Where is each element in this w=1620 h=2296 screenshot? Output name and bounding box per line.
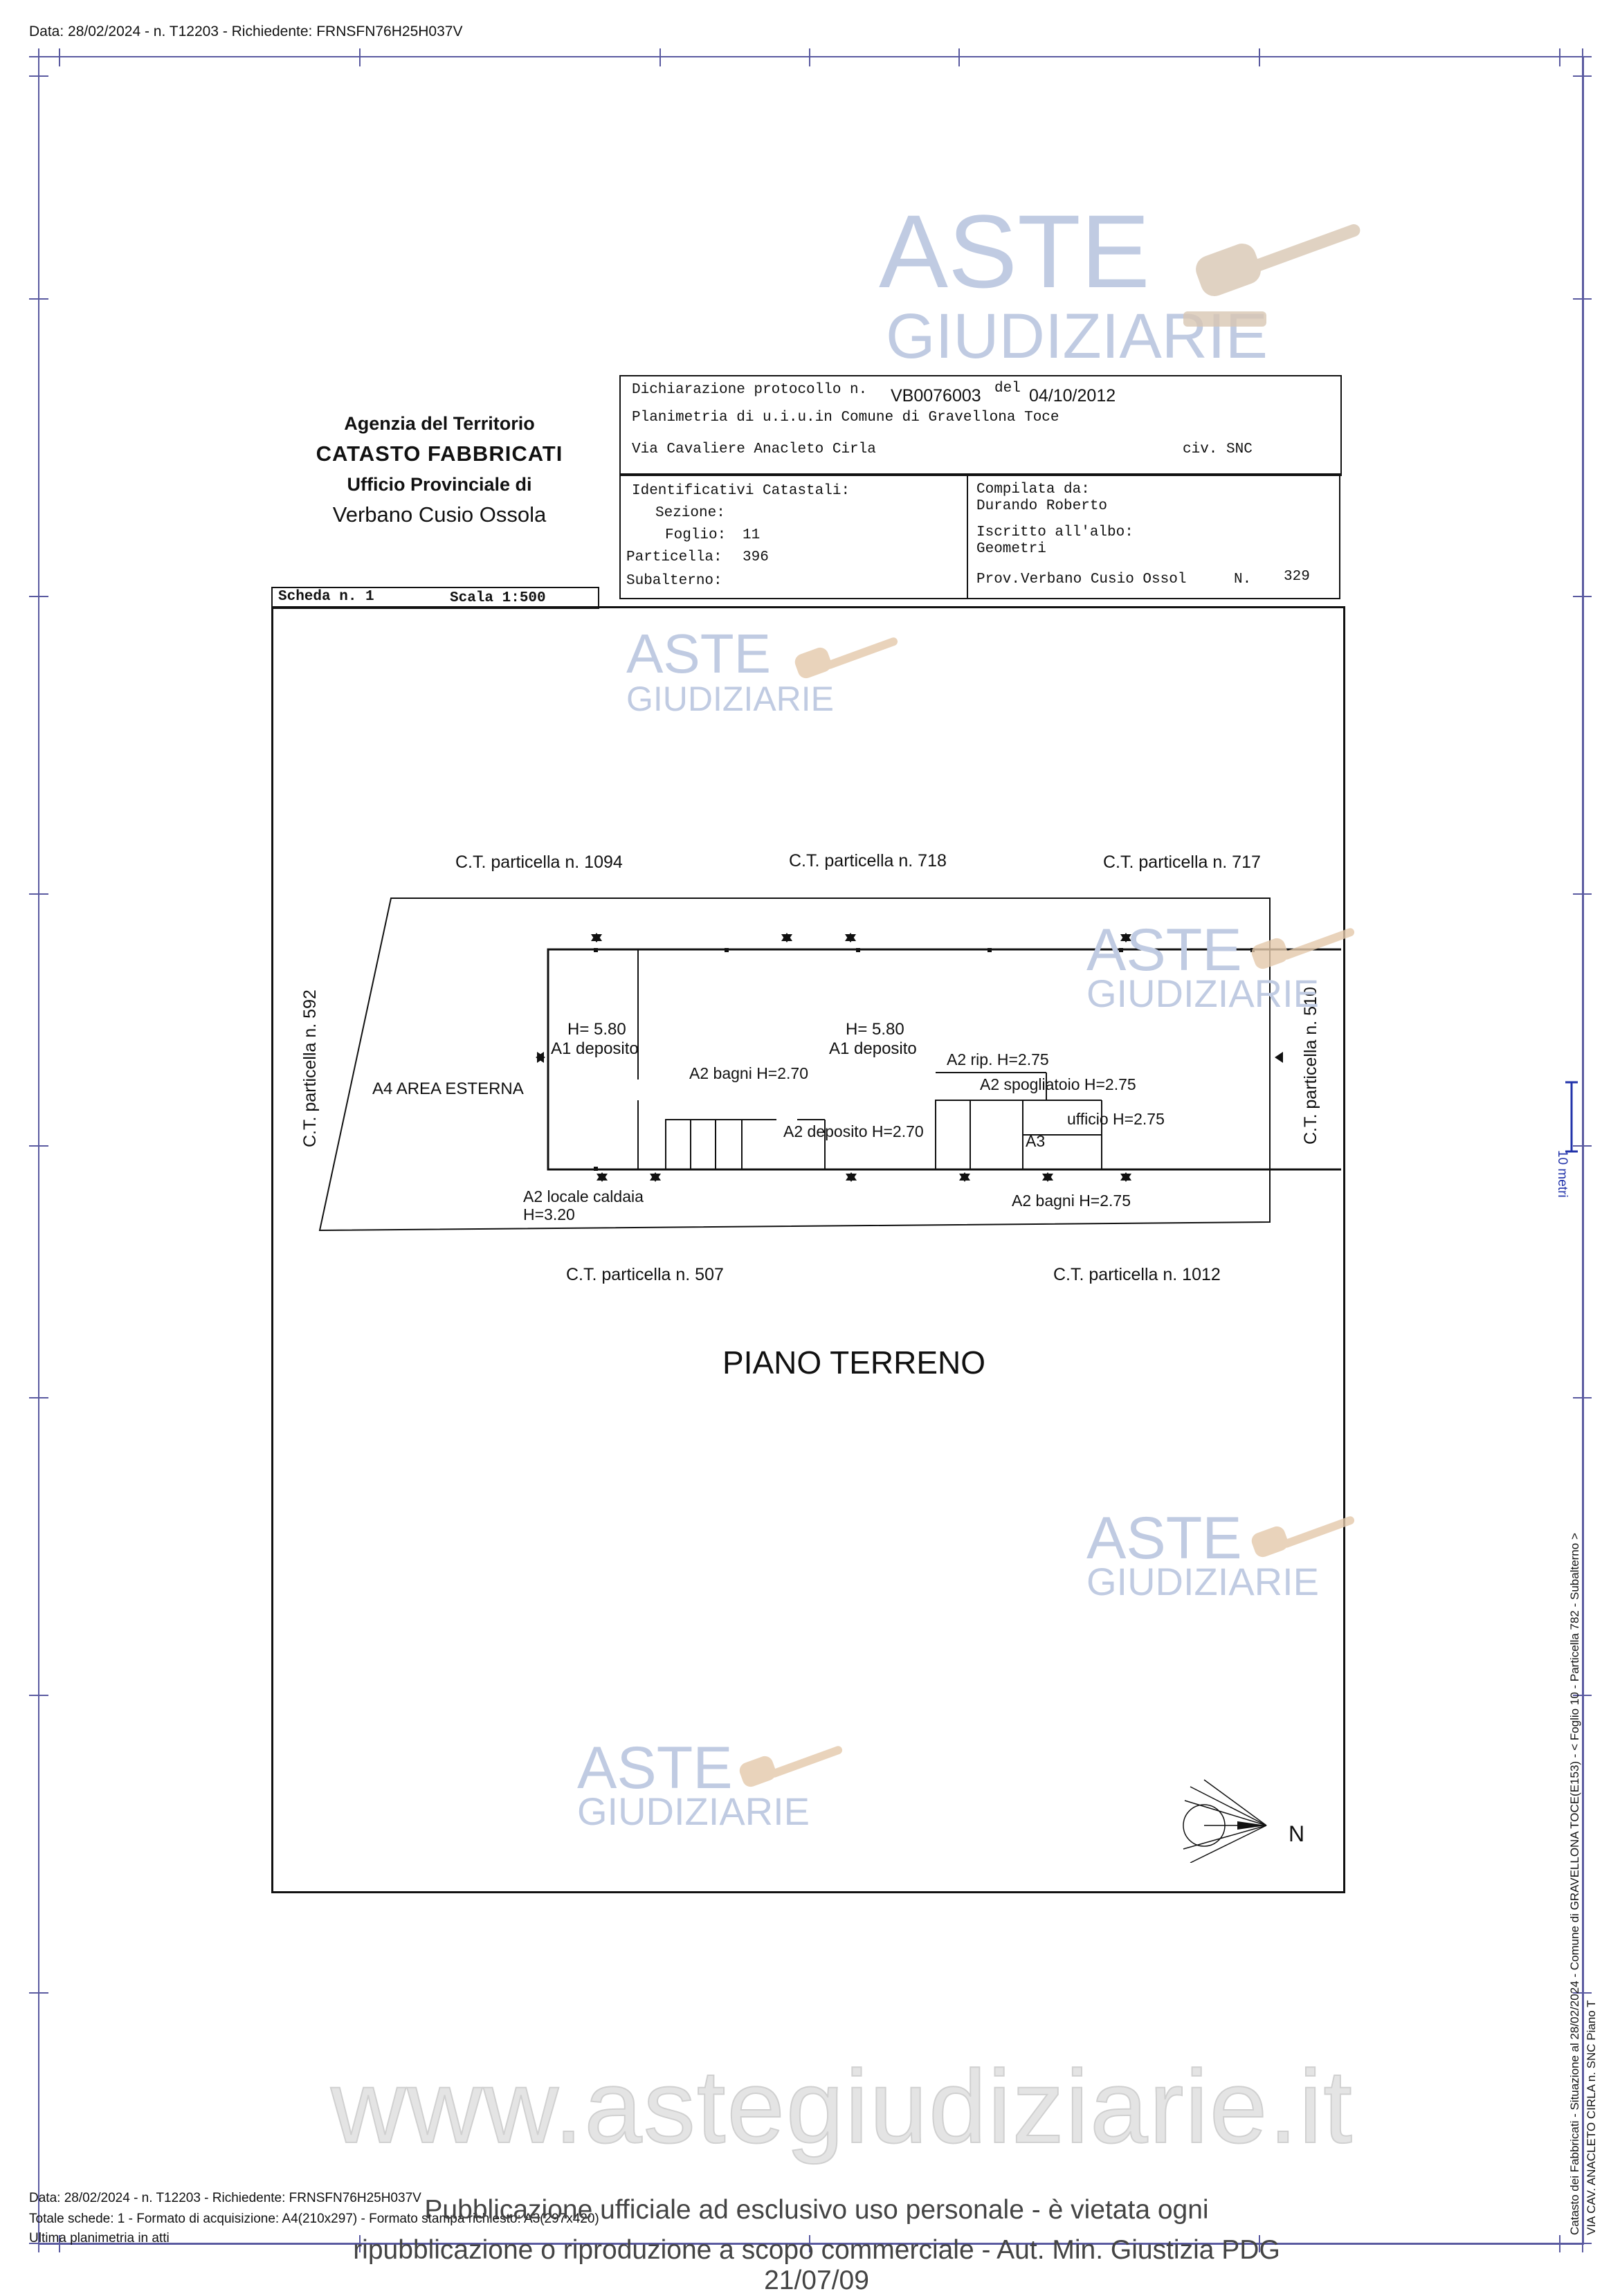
label-a1-left: A1 deposito bbox=[551, 1039, 639, 1058]
footer-notice2: ripubblicazione o riproduzione a scopo c… bbox=[353, 2235, 1280, 2295]
office-label: Ufficio Provinciale di bbox=[347, 474, 532, 495]
planimetria-text: Planimetria di u.i.u.in Comune di Gravel… bbox=[632, 410, 1059, 426]
albo-number: 329 bbox=[1284, 569, 1310, 585]
identifiers-title: Identificativi Catastali: bbox=[632, 483, 850, 499]
watermark-giudiziarie-4: GIUDIZIARIE bbox=[1086, 1560, 1320, 1603]
foglio-label: Foglio: bbox=[665, 527, 727, 543]
watermark-aste-2: ASTE bbox=[626, 623, 771, 684]
compiler-name: Durando Roberto bbox=[976, 498, 1108, 514]
watermark-aste-5: ASTE bbox=[577, 1735, 733, 1801]
label-a2-bagni-275: A2 bagni H=2.75 bbox=[1012, 1192, 1131, 1210]
compiler-box: Compilata da: Durando Roberto Iscritto a… bbox=[965, 473, 1340, 599]
neighbor-507: C.T. particella n. 507 bbox=[566, 1265, 724, 1284]
neighbor-717: C.T. particella n. 717 bbox=[1103, 853, 1261, 872]
north-arrow-icon bbox=[1183, 1779, 1267, 1863]
watermark-aste-3: ASTE bbox=[1086, 917, 1242, 983]
scheda-box: Scheda n. 1 Scala 1:500 bbox=[271, 587, 599, 609]
declaration-box: Dichiarazione protocollo n. VB0076003 de… bbox=[619, 375, 1342, 476]
albo-value: Geometri bbox=[976, 541, 1046, 557]
label-a2-spogliatoio: A2 spogliatoio H=2.75 bbox=[980, 1075, 1136, 1093]
scheda-number: Scheda n. 1 bbox=[278, 589, 374, 605]
protocol-number: VB0076003 bbox=[891, 386, 981, 406]
footer-line1: Data: 28/02/2024 - n. T12203 - Richieden… bbox=[29, 2191, 421, 2205]
footer-line3: Ultima planimetria in atti bbox=[29, 2231, 170, 2245]
prov-label: Prov. bbox=[976, 572, 1021, 587]
del-label: del bbox=[994, 381, 1021, 397]
sezione-label: Sezione: bbox=[655, 505, 725, 521]
protocol-label: Dichiarazione protocollo n. bbox=[632, 382, 868, 398]
label-a3: A3 bbox=[1026, 1132, 1046, 1150]
floor-plan bbox=[318, 898, 1341, 1232]
drawing-area bbox=[271, 606, 1345, 1893]
neighbor-1012: C.T. particella n. 1012 bbox=[1053, 1265, 1221, 1284]
office-name: Verbano Cusio Ossola bbox=[332, 502, 547, 527]
n-label: N. bbox=[1234, 572, 1252, 587]
identifiers-box: Identificativi Catastali: Sezione: Fogli… bbox=[619, 473, 968, 599]
gavel-icon-4 bbox=[1251, 1516, 1355, 1558]
foglio-value: 11 bbox=[743, 527, 761, 543]
catasto-title: CATASTO FABBRICATI bbox=[316, 441, 563, 466]
agency-name: Agenzia del Territorio bbox=[344, 413, 535, 434]
gavel-icon-3 bbox=[1251, 928, 1355, 969]
label-a1-center: A1 deposito bbox=[829, 1039, 917, 1058]
top-info-line: Data: 28/02/2024 - n. T12203 - Richieden… bbox=[29, 24, 463, 39]
neighbor-718: C.T. particella n. 718 bbox=[789, 851, 947, 871]
label-h-center: H= 5.80 bbox=[846, 1020, 904, 1039]
watermark-aste: ASTE bbox=[879, 193, 1150, 309]
lot-boundary bbox=[318, 898, 1271, 1232]
label-a2-caldaia: A2 locale caldaia bbox=[523, 1187, 644, 1205]
floor-title: PIANO TERRENO bbox=[722, 1345, 985, 1381]
watermark-aste-4: ASTE bbox=[1086, 1505, 1242, 1571]
label-a2-bagni-270: A2 bagni H=2.70 bbox=[689, 1064, 808, 1082]
particella-value: 396 bbox=[743, 549, 769, 565]
address-text: Via Cavaliere Anacleto Cirla bbox=[632, 441, 876, 457]
side-info-line1: Catasto dei Fabbricati - Situazione al 2… bbox=[1568, 1533, 1581, 2235]
protocol-date: 04/10/2012 bbox=[1029, 386, 1116, 406]
side-info-line2: VIA CAV. ANACLETO CIRLA n. SNC Piano T bbox=[1585, 2000, 1598, 2235]
footer-line2: Totale schede: 1 - Formato di acquisizio… bbox=[29, 2212, 599, 2226]
scale-bar bbox=[1565, 1081, 1578, 1153]
watermark-giudiziarie-3: GIUDIZIARIE bbox=[1086, 972, 1320, 1015]
albo-label: Iscritto all'albo: bbox=[976, 525, 1134, 540]
gavel-icon bbox=[1183, 224, 1360, 327]
gavel-icon-5 bbox=[739, 1746, 843, 1787]
label-a2-rip: A2 rip. H=2.75 bbox=[947, 1050, 1049, 1068]
particella-label: Particella: bbox=[626, 549, 722, 565]
label-caldaia-h: H=3.20 bbox=[523, 1205, 575, 1223]
compiler-label: Compilata da: bbox=[976, 482, 1090, 498]
gavel-icon-2 bbox=[794, 637, 898, 679]
watermark-giudiziarie-2: GIUDIZIARIE bbox=[626, 680, 835, 718]
north-label: N bbox=[1289, 1821, 1305, 1846]
footer-notice1: Pubblicazione ufficiale ad esclusivo uso… bbox=[424, 2195, 1209, 2225]
label-a2-deposito: A2 deposito H=2.70 bbox=[783, 1122, 924, 1140]
watermark-giudiziarie-5: GIUDIZIARIE bbox=[577, 1789, 810, 1833]
agency-block: Agenzia del Territorio CATASTO FABBRICAT… bbox=[291, 408, 588, 530]
subalterno-label: Subalterno: bbox=[626, 573, 722, 589]
label-h-left: H= 5.80 bbox=[567, 1020, 626, 1039]
scale-label: Scala 1:500 bbox=[450, 590, 546, 606]
label-ufficio: ufficio H=2.75 bbox=[1067, 1110, 1165, 1128]
watermark-url: www.astegiudiziarie.it bbox=[330, 2048, 1354, 2165]
neighbor-592: C.T. particella n. 592 bbox=[300, 990, 320, 1147]
scale-label-text: 10 metri bbox=[1555, 1150, 1569, 1198]
civic-number: civ. SNC bbox=[1183, 441, 1253, 457]
prov-value: Verbano Cusio Ossol bbox=[1021, 572, 1187, 587]
neighbor-1094: C.T. particella n. 1094 bbox=[455, 853, 623, 872]
label-a4: A4 AREA ESTERNA bbox=[372, 1079, 524, 1098]
